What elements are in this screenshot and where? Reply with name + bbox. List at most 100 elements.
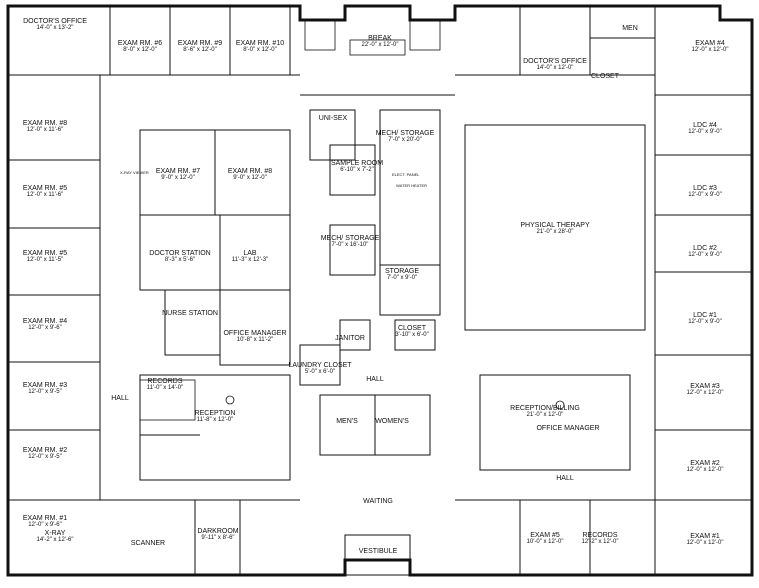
room-label-vestibule: VESTIBULE bbox=[359, 548, 398, 555]
room-name: DARKROOM bbox=[197, 528, 239, 535]
room-name: RECORDS bbox=[147, 378, 183, 385]
room-label-office-manager-right: OFFICE MANAGER bbox=[536, 425, 599, 432]
room-name: WOMEN'S bbox=[375, 418, 409, 425]
room-dimensions: 14'-0" x 12'-0" bbox=[536, 65, 574, 71]
room-label-womens: WOMEN'S bbox=[375, 418, 409, 425]
room-name: JANITOR bbox=[335, 335, 365, 342]
room-name: CLOSET bbox=[397, 325, 427, 332]
room-name: EXAM #2 bbox=[690, 460, 720, 467]
room-name: LDC #2 bbox=[693, 245, 717, 252]
room-name: EXAM RM. #1 bbox=[22, 515, 68, 522]
room-name: EXAM #1 bbox=[690, 533, 720, 540]
room-dimensions: 12'-0" x 11'-5" bbox=[26, 257, 64, 263]
room-name: X-RAY bbox=[44, 530, 66, 537]
room-dimensions: 12'-0" x 9'-5" bbox=[28, 389, 62, 395]
room-dimensions: 22'-0" x 12'-0" bbox=[361, 42, 399, 48]
room-dimensions: 12'-0" x 9'-0" bbox=[688, 192, 722, 198]
room-dimensions: 12'-0" x 12'-0" bbox=[686, 390, 724, 396]
room-dimensions: 7'-0" x 20'-0" bbox=[388, 137, 422, 143]
room-name: EXAM RM. #10 bbox=[235, 40, 285, 47]
room-name: EXAM RM. #2 bbox=[22, 447, 68, 454]
room-name: LDC #3 bbox=[693, 185, 717, 192]
room-name: LDC #4 bbox=[693, 122, 717, 129]
room-name: LDC #1 bbox=[693, 312, 717, 319]
room-label-hall-right: HALL bbox=[556, 475, 574, 482]
room-dimensions: 8'-0" x 12'-0" bbox=[123, 47, 157, 53]
room-name: WAITING bbox=[363, 498, 393, 505]
room-dimensions: 9'-11" x 8'-6" bbox=[201, 535, 235, 541]
room-name: SAMPLE ROOM bbox=[330, 160, 384, 167]
room-name: EXAM RM. #8 bbox=[22, 120, 68, 127]
room-dimensions: 12'-0" x 9'-6" bbox=[28, 325, 62, 331]
room-name: DOCTOR'S OFFICE bbox=[523, 58, 587, 65]
room-dimensions: 7'-0" x 9'-0" bbox=[386, 275, 418, 281]
room-name: RECEPTION bbox=[194, 410, 236, 417]
room-label-scanner: SCANNER bbox=[131, 540, 165, 547]
room-name: LAUNDRY CLOSET bbox=[288, 362, 352, 369]
room-dimensions: 12'-0" x 11'-6" bbox=[26, 192, 64, 198]
water-heater-note: WATER HEATER bbox=[396, 183, 428, 188]
room-name: EXAM RM. #3 bbox=[22, 382, 68, 389]
room-dimensions: 5'-0" x 6'-0" bbox=[304, 369, 336, 375]
room-name: LAB bbox=[243, 250, 257, 257]
room-name: OFFICE MANAGER bbox=[536, 425, 600, 432]
room-name: EXAM #5 bbox=[530, 532, 560, 539]
room-dimensions: 12'-0" x 9'-0" bbox=[688, 252, 722, 258]
room-label-janitor: JANITOR bbox=[335, 335, 365, 342]
room-dimensions: 9'-0" x 12'-0" bbox=[233, 175, 267, 181]
room-name: EXAM RM. #8 bbox=[227, 168, 273, 175]
room-dimensions: 6'-10" x 7'-2" bbox=[340, 167, 374, 173]
room-name: NURSE STATION bbox=[162, 310, 218, 317]
room-dimensions: 12'-0" x 12'-0" bbox=[686, 540, 724, 546]
room-dimensions: 8'-3" x 5'-6" bbox=[164, 257, 196, 263]
room-name: PHYSICAL THERAPY bbox=[520, 222, 590, 229]
room-name: RECORDS bbox=[582, 532, 618, 539]
room-dimensions: 21'-0" x 28'-0" bbox=[536, 229, 574, 235]
room-name: EXAM RM. #5 bbox=[22, 185, 68, 192]
room-name: HALL bbox=[556, 475, 574, 482]
room-label-mens: MEN'S bbox=[336, 418, 358, 425]
room-name: EXAM RM. #6 bbox=[117, 40, 163, 47]
room-dimensions: 14'-2" x 12'-6" bbox=[36, 537, 74, 543]
room-label-closet-top: CLOSET bbox=[591, 73, 619, 80]
interior-walls bbox=[7, 6, 752, 576]
room-name: BREAK bbox=[368, 35, 392, 42]
room-name: HALL bbox=[111, 395, 129, 402]
room-label-waiting: WAITING bbox=[363, 498, 393, 505]
room-dimensions: 3'-10" x 6'-0" bbox=[395, 332, 429, 338]
room-dimensions: 12'-0" x 12'-0" bbox=[691, 47, 729, 53]
room-name: EXAM #3 bbox=[690, 383, 720, 390]
room-label-hall-left: HALL bbox=[111, 395, 129, 402]
room-label-nurse-station: NURSE STATION bbox=[162, 310, 218, 317]
room-name: CLOSET bbox=[590, 73, 620, 80]
furniture bbox=[139, 19, 565, 421]
